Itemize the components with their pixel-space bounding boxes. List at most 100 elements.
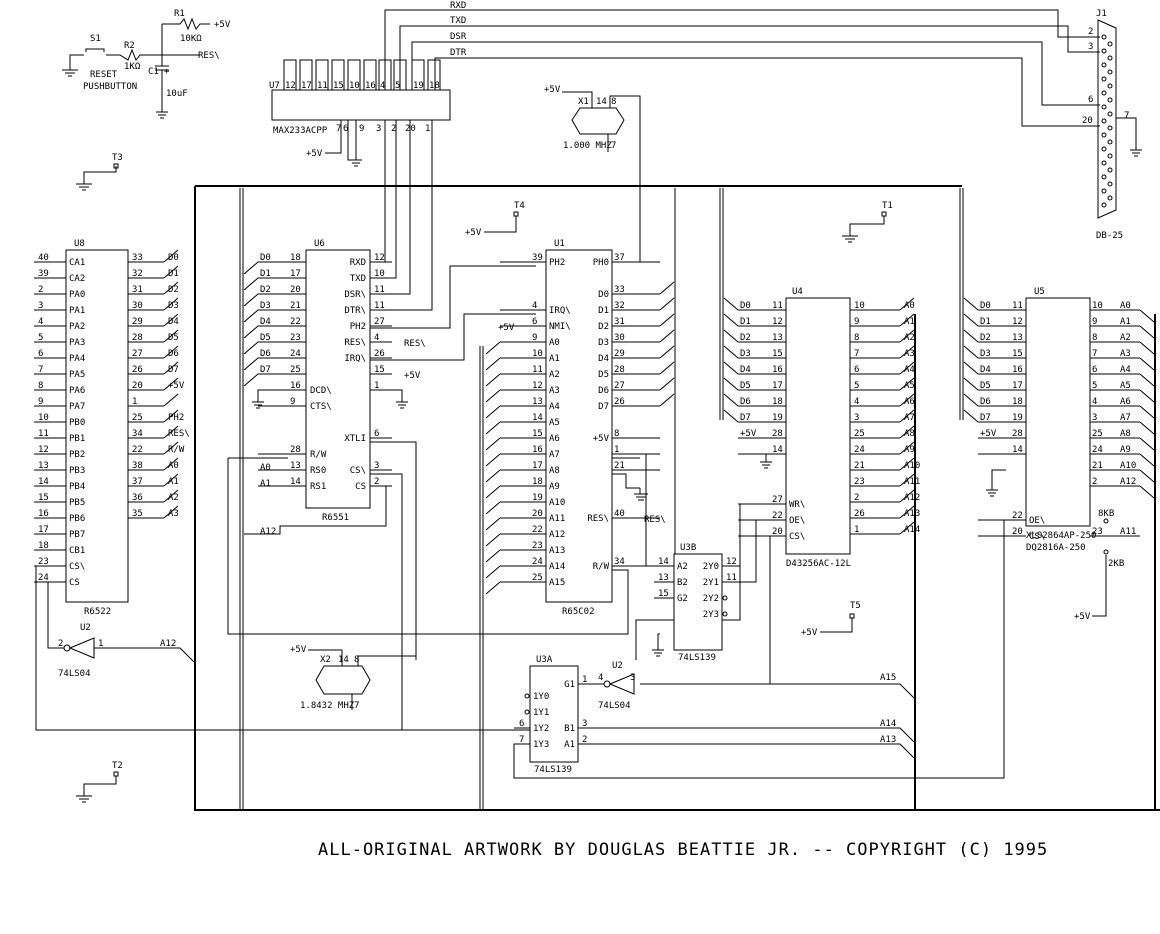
u6-pin: 26 — [374, 349, 385, 359]
u8-signal: D7 — [168, 365, 179, 375]
u1-pin: 33 — [614, 285, 625, 295]
u6-signal: DTR\ — [344, 306, 366, 316]
u5-pin: 17 — [1012, 381, 1023, 391]
u5-pin: 5 — [1092, 381, 1097, 391]
u6-pin: 11 — [374, 301, 385, 311]
u5-signal: A12 — [1120, 477, 1136, 487]
u1-pin: 28 — [614, 365, 625, 375]
u1-part: R65C02 — [562, 607, 595, 617]
u5-signal: A7 — [1120, 413, 1131, 423]
u4-signal: A6 — [904, 397, 915, 407]
u1-res-net: RES\ — [644, 515, 666, 525]
u5-pin: 13 — [1012, 333, 1023, 343]
u6-pin: 20 — [290, 285, 301, 295]
u4-pin: 27 — [772, 495, 783, 505]
u8-pin: 20 — [132, 381, 143, 391]
u5-signal: A6 — [1120, 397, 1131, 407]
u5-signal: D1 — [980, 317, 991, 327]
u6-a12: A12 — [260, 527, 276, 537]
u4-pin: 20 — [772, 527, 783, 537]
u2a-part: 74LS04 — [58, 669, 91, 679]
u4-pin: 2 — [854, 493, 859, 503]
u5-vcc: +5V — [1074, 612, 1091, 622]
u8-signal: PB2 — [69, 450, 85, 460]
u6-pin: 21 — [290, 301, 301, 311]
u8-signal: R/W — [168, 445, 185, 455]
u8-pin: 18 — [38, 541, 49, 551]
u2b-part: 74LS04 — [598, 701, 631, 711]
u1-signal: A7 — [549, 450, 560, 460]
u6-pin: 27 — [374, 317, 385, 327]
t5-vcc: +5V — [801, 628, 818, 638]
j1-name: J1 — [1096, 9, 1107, 19]
j1-pin-7: 7 — [1124, 111, 1129, 121]
u3a-name: U3A — [536, 655, 553, 665]
u6-signal: D4 — [260, 317, 271, 327]
u3a-signal: 1Y3 — [533, 740, 549, 750]
u8-signal: A2 — [168, 493, 179, 503]
u8-pin: 8 — [38, 381, 43, 391]
u1-signal: D2 — [598, 322, 609, 332]
u7-top-pin: 5 — [395, 81, 400, 91]
u5-signal: A2 — [1120, 333, 1131, 343]
u4-signal: D1 — [740, 317, 751, 327]
u2-inverter-b: 4 3 U2 74LS04 — [578, 661, 635, 711]
u4-signal: D2 — [740, 333, 751, 343]
u8-signal: D4 — [168, 317, 179, 327]
u3a-pin: 1 — [582, 675, 587, 685]
u6-pin: 24 — [290, 349, 301, 359]
u2a-in: 2 — [58, 639, 63, 649]
u8-signal: D1 — [168, 269, 179, 279]
u7-bottom-pin: 9 — [359, 124, 364, 134]
u6-pin: 14 — [290, 477, 301, 487]
u2b-out: 3 — [630, 673, 635, 683]
u4-pin: 7 — [854, 349, 859, 359]
u8-signal: A1 — [168, 477, 179, 487]
u4-signal: CS\ — [789, 532, 805, 542]
u8-pin: 33 — [132, 253, 143, 263]
u7-bottom-pin: 2 — [391, 124, 396, 134]
u4-signal: A10 — [904, 461, 920, 471]
reset-net-label: RES\ — [198, 51, 220, 61]
u8-signal: D0 — [168, 253, 179, 263]
u8-signal: PB3 — [69, 466, 85, 476]
u8-pin: 26 — [132, 365, 143, 375]
u4-signal: A9 — [904, 445, 915, 455]
u5-signal: D7 — [980, 413, 991, 423]
u6-signal: D5 — [260, 333, 271, 343]
u8-pin: 37 — [132, 477, 143, 487]
u4-pin: 1 — [854, 525, 859, 535]
u8-pin: 39 — [38, 269, 49, 279]
u7-top-pin: 4 — [380, 81, 385, 91]
u4-pin: 9 — [854, 317, 859, 327]
u2a-name: U2 — [80, 623, 91, 633]
u8-pin: 32 — [132, 269, 143, 279]
u8-pin: 14 — [38, 477, 49, 487]
db25-label: DB-25 — [1096, 231, 1123, 241]
u6-pin: 17 — [290, 269, 301, 279]
u8-pin: 28 — [132, 333, 143, 343]
u6-signal: CS — [355, 482, 366, 492]
u8-pin: 1 — [132, 397, 137, 407]
u8-pin: 23 — [38, 557, 49, 567]
u8-signal: PB1 — [69, 434, 85, 444]
u4-pin: 18 — [772, 397, 783, 407]
u1-pin: 22 — [532, 525, 543, 535]
u5-signal: D3 — [980, 349, 991, 359]
reset-circuit: S1 RESET PUSHBUTTON R2 1KΩ R1 +5V 10KΩ C… — [62, 9, 231, 119]
u5-signal: +5V — [980, 429, 997, 439]
u5-pin: 12 — [1012, 317, 1023, 327]
u3a-signal: B1 — [564, 724, 575, 734]
u6-pin: 1 — [374, 381, 379, 391]
u3a-a15: A15 — [880, 673, 896, 683]
u1-signal: A0 — [549, 338, 560, 348]
u7-top-pin: 17 — [301, 81, 312, 91]
u4-name: U4 — [792, 287, 803, 297]
u6-pin: 25 — [290, 365, 301, 375]
x2-oscillator: +5V X2 14 8 1.8432 MHZ 7 — [290, 645, 417, 711]
u7-top-pin: 10 — [349, 81, 360, 91]
u8-signal: PH2 — [168, 413, 184, 423]
j1-pin-6: 6 — [1088, 95, 1093, 105]
